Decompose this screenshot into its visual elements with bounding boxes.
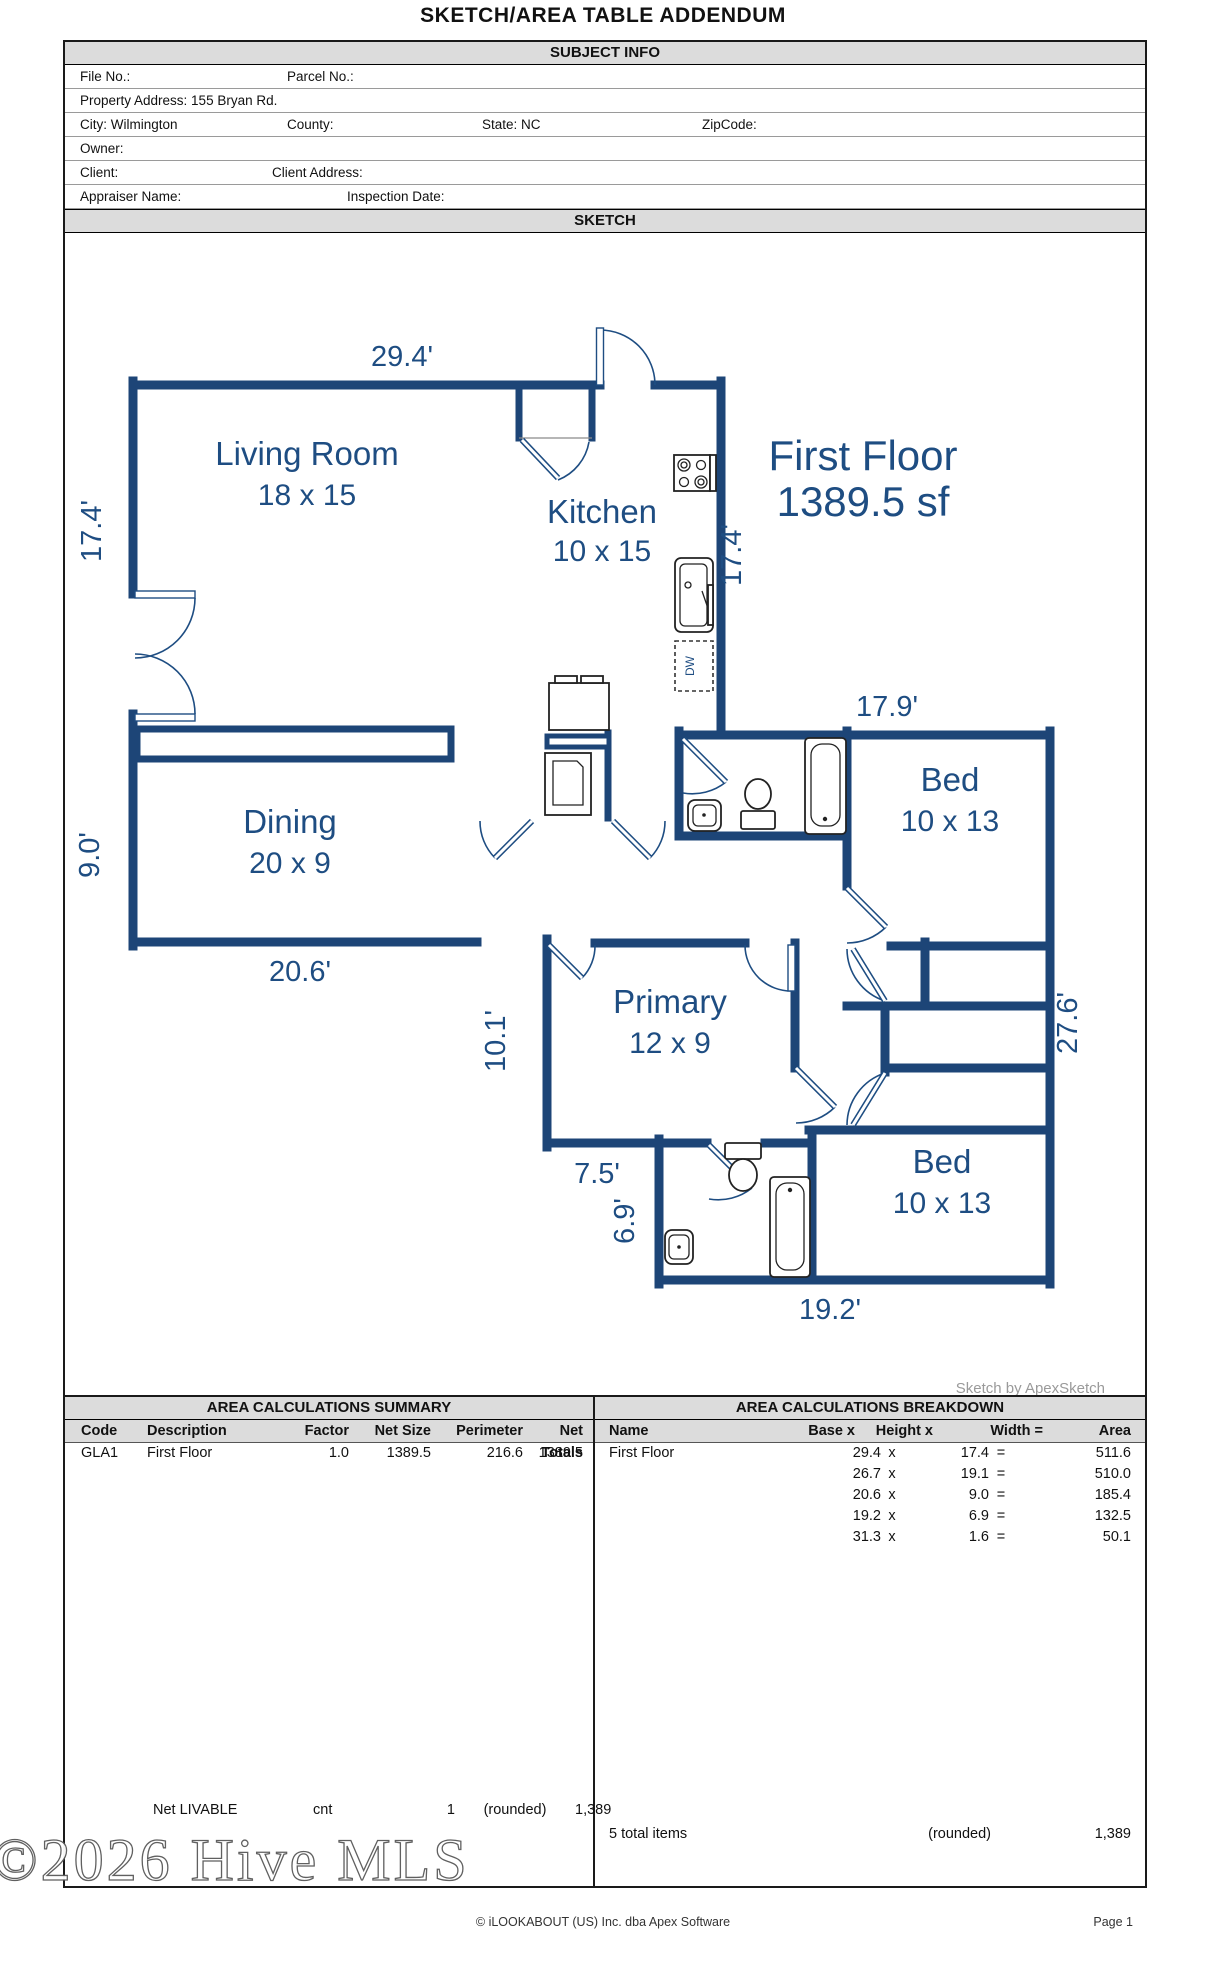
bed2-door	[793, 1065, 838, 1124]
floor-title: First Floor	[769, 432, 958, 479]
subject-info-band: SUBJECT INFO	[65, 42, 1145, 65]
floor-area: 1389.5 sf	[777, 478, 950, 525]
dining-dim: 20 x 9	[249, 847, 331, 880]
dining-label: Dining	[243, 803, 337, 840]
stove-icon	[673, 454, 717, 492]
kitchen-label: Kitchen	[547, 493, 657, 530]
subject-row-appraiser: Appraiser Name: Inspection Date:	[65, 185, 1145, 209]
page-title: SKETCH/AREA TABLE ADDENDUM	[420, 4, 786, 27]
bed1-dim: 10 x 13	[901, 805, 999, 838]
kitchen-sink-icon	[674, 557, 714, 633]
hall-door-right	[610, 818, 666, 861]
toilet1-icon	[740, 778, 776, 830]
subject-row-file: File No.: Parcel No.:	[65, 65, 1145, 89]
living-room-dim: 18 x 15	[258, 479, 356, 512]
dining-counter	[133, 725, 455, 763]
inspection-date-label: Inspection Date:	[347, 189, 445, 204]
dim-dining-bottom: 20.6'	[269, 956, 331, 988]
sketch-area: DW	[65, 233, 1145, 1406]
closet1-door	[846, 947, 888, 1003]
french-doors	[134, 590, 196, 722]
state-label: State: NC	[482, 117, 541, 132]
client-address-label: Client Address:	[272, 165, 363, 180]
primary-door-right	[744, 944, 796, 992]
breakdown-row: 31.3 x 1.6 = 50.1	[852, 1529, 1131, 1545]
sketch-credit: Sketch by ApexSketch	[956, 1380, 1105, 1397]
dim-dining-left: 9.0'	[74, 832, 106, 878]
bathtub1-icon	[804, 737, 847, 835]
pantry-door	[519, 437, 590, 481]
bathroom1-door	[680, 736, 729, 795]
dim-kitchen-right: 17.4'	[716, 524, 748, 586]
dim-right-side: 27.6'	[1052, 992, 1084, 1054]
refrigerator-icon	[548, 675, 610, 731]
breakdown-table: AREA CALCULATIONS BREAKDOWN Name Base x …	[595, 1397, 1145, 1886]
breakdown-headers: Name Base x Height x Width = Area	[595, 1420, 1145, 1443]
sink2-icon	[664, 1229, 694, 1265]
dim-top: 29.4'	[371, 341, 433, 373]
hall-door-left	[479, 818, 535, 861]
dim-bed1-top: 17.9'	[856, 691, 918, 723]
dim-primary-bottom: 7.5'	[574, 1158, 620, 1190]
living-room-label: Living Room	[215, 435, 398, 472]
bed1-label: Bed	[921, 761, 980, 798]
dishwasher-icon: DW	[674, 640, 714, 692]
county-label: County:	[287, 117, 334, 132]
page-number: Page 1	[1093, 1915, 1133, 1929]
subject-row-owner: Owner:	[65, 137, 1145, 161]
summary-footer: Net LIVABLE cnt 1 (rounded) 1,389	[153, 1802, 612, 1818]
closet2-door	[846, 1071, 888, 1127]
client-label: Client:	[80, 165, 119, 180]
bed2-label: Bed	[913, 1143, 972, 1180]
breakdown-row: 26.7 x 19.1 = 510.0	[852, 1466, 1131, 1482]
subject-row-city: City: Wilmington County: State: NC ZipCo…	[65, 113, 1145, 137]
breakdown-band: AREA CALCULATIONS BREAKDOWN	[595, 1397, 1145, 1420]
bathtub2-icon	[769, 1176, 811, 1278]
appraiser-label: Appraiser Name:	[80, 189, 182, 204]
sketch-band: SKETCH	[65, 209, 1145, 233]
property-address-label: Property Address: 155 Bryan Rd.	[80, 93, 278, 108]
sink1-icon	[687, 799, 722, 832]
owner-label: Owner:	[80, 141, 124, 156]
toilet2-icon	[724, 1142, 762, 1192]
breakdown-row: 20.6 x 9.0 = 185.4	[852, 1487, 1131, 1503]
breakdown-footer: 5 total items (rounded) 1,389	[609, 1826, 1131, 1842]
breakdown-row: 19.2 x 6.9 = 132.5	[852, 1508, 1131, 1524]
kitchen-counter-stub	[544, 733, 612, 750]
dim-hall: 10.1'	[480, 1010, 512, 1072]
bed2-dim: 10 x 13	[893, 1187, 991, 1220]
parcel-no-label: Parcel No.:	[287, 69, 354, 84]
oven-icon	[544, 752, 592, 816]
subject-row-address: Property Address: 155 Bryan Rd.	[65, 89, 1145, 113]
kitchen-dim: 10 x 15	[553, 535, 651, 568]
dim-left-upper: 17.4'	[76, 500, 108, 562]
primary-label: Primary	[613, 983, 727, 1020]
calculations-tables: AREA CALCULATIONS SUMMARY Code Descripti…	[63, 1395, 1147, 1888]
breakdown-row: First Floor 29.4 x 17.4 = 511.6	[609, 1445, 1131, 1461]
primary-door-left	[546, 942, 596, 981]
summary-table: AREA CALCULATIONS SUMMARY Code Descripti…	[65, 1397, 612, 1886]
zipcode-label: ZipCode:	[702, 117, 757, 132]
bed1-door	[844, 885, 889, 944]
software-credit: © iLOOKABOUT (US) Inc. dba Apex Software	[475, 1915, 731, 1929]
summary-band: AREA CALCULATIONS SUMMARY	[65, 1397, 593, 1420]
subject-and-sketch-panel: SUBJECT INFO File No.: Parcel No.: Prope…	[63, 40, 1147, 1408]
floor-plan: DW	[74, 327, 1105, 1397]
primary-dim: 12 x 9	[629, 1027, 711, 1060]
city-label: City: Wilmington	[80, 117, 178, 132]
file-no-label: File No.:	[80, 69, 131, 84]
dim-bath2-left: 6.9'	[609, 1198, 641, 1244]
subject-row-client: Client: Client Address:	[65, 161, 1145, 185]
svg-text:DW: DW	[683, 655, 697, 676]
summary-row: GLA1 First Floor 1.0 1389.5 216.6 1389.5	[81, 1445, 583, 1461]
front-door	[595, 327, 656, 386]
mls-watermark: ©2026 Hive MLS	[0, 1826, 470, 1893]
dim-bottom: 19.2'	[799, 1294, 861, 1326]
summary-headers: Code Description Factor Net Size Perimet…	[65, 1420, 593, 1461]
